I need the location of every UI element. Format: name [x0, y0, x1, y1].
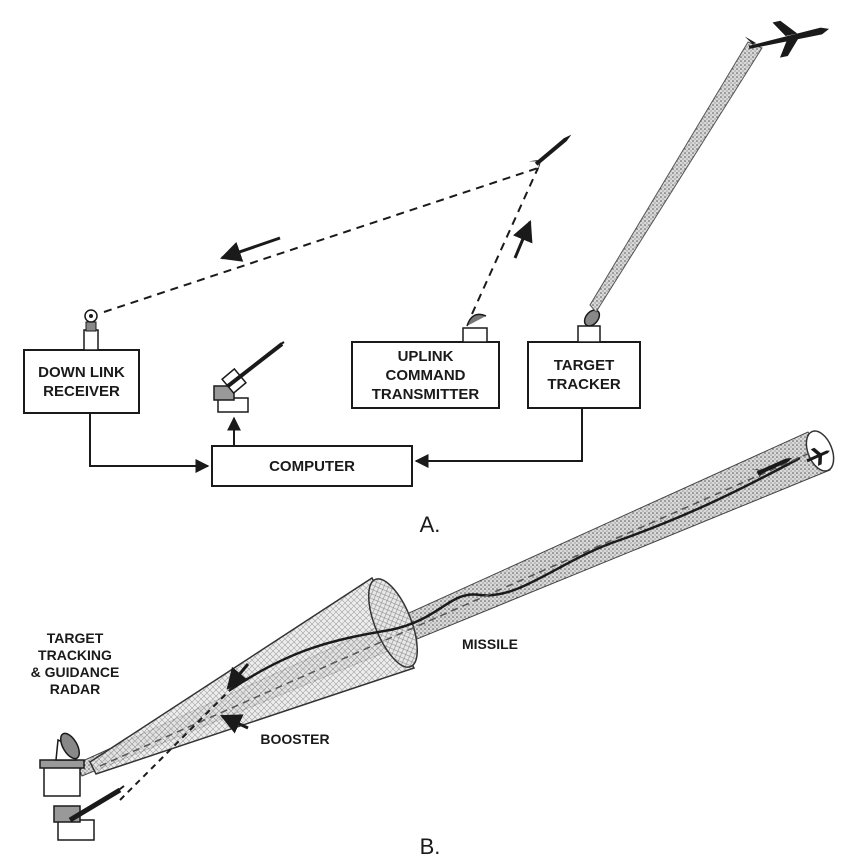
- down-link-receiver-line-1: DOWN LINK: [38, 363, 125, 381]
- booster-launch-path: [119, 687, 233, 801]
- down-link-path: [103, 167, 539, 313]
- down-link-antenna-icon: [83, 309, 99, 351]
- down-link-arrow: [220, 236, 281, 262]
- receiver-to-computer-line: [89, 413, 210, 473]
- tracking-radar-icon: [39, 732, 85, 797]
- target-aircraft-icon: [744, 20, 830, 58]
- panel-a: [23, 20, 830, 487]
- target-tracker-line-1: TARGET: [553, 357, 615, 374]
- guided-missile-icon: [528, 134, 572, 173]
- radar-label: TARGET TRACKING & GUIDANCE RADAR: [10, 630, 140, 698]
- missile-flight-path: [229, 456, 801, 692]
- tracking-beam: [589, 41, 763, 313]
- uplink-path: [471, 167, 539, 315]
- capture-cone-mouth: [367, 578, 419, 668]
- radar-label-line-2: TRACKING: [38, 647, 112, 663]
- uplink-line-3: TRANSMITTER: [371, 385, 480, 403]
- uplink-line-2: COMMAND: [385, 366, 466, 384]
- uplink-arrow: [513, 220, 533, 259]
- radar-label-line-3: & GUIDANCE: [30, 664, 120, 680]
- computer-box: [211, 445, 413, 487]
- down-link-receiver-label: DOWN LINK RECEIVER: [24, 350, 139, 413]
- missile-label: MISSILE: [461, 636, 518, 652]
- panel-b-label: B.: [419, 834, 441, 859]
- missile-launcher-b-icon: [53, 785, 125, 841]
- uplink-antenna-icon: [462, 313, 488, 343]
- tracker-to-computer-line: [414, 408, 583, 468]
- panel-a-label: A.: [419, 512, 441, 537]
- target-tracker-line-2: TRACKER: [547, 376, 621, 393]
- target-aircraft-b-icon: [806, 447, 830, 466]
- booster-pointer: [220, 714, 249, 734]
- panel-b: [39, 430, 835, 841]
- down-link-receiver-line-2: RECEIVER: [43, 382, 120, 400]
- booster-arrow: [226, 663, 250, 690]
- down-link-receiver-box: [23, 349, 140, 414]
- target-tracker-label: TARGET TRACKER: [528, 342, 640, 408]
- uplink-command-transmitter-box: [351, 341, 500, 409]
- beam-end-ellipse: [805, 430, 835, 472]
- uplink-command-transmitter-label: UPLINK COMMAND TRANSMITTER: [352, 342, 499, 408]
- computer-text: COMPUTER: [269, 457, 355, 475]
- radar-label-line-4: RADAR: [49, 681, 101, 697]
- radar-label-line-1: TARGET: [46, 630, 104, 646]
- missile-launcher-icon: [213, 341, 285, 413]
- uplink-line-1: UPLINK: [397, 347, 454, 365]
- tracker-antenna-icon: [577, 309, 601, 343]
- booster-label: BOOSTER: [260, 731, 330, 747]
- beam-centerline: [99, 451, 813, 767]
- computer-label: COMPUTER: [212, 446, 412, 486]
- beam-riding-missile-icon: [752, 457, 793, 481]
